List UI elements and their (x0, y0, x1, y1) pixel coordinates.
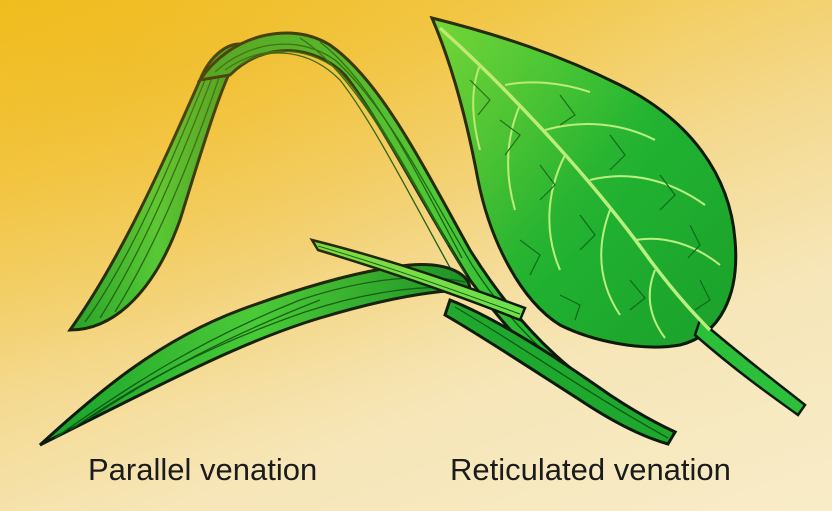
broad-leaf-petiole (695, 320, 805, 415)
grass-blade-left (70, 44, 245, 330)
parallel-venation-label: Parallel venation (88, 452, 317, 488)
reticulated-venation-label: Reticulated venation (450, 452, 731, 488)
reticulated-venation-leaf (432, 18, 805, 415)
